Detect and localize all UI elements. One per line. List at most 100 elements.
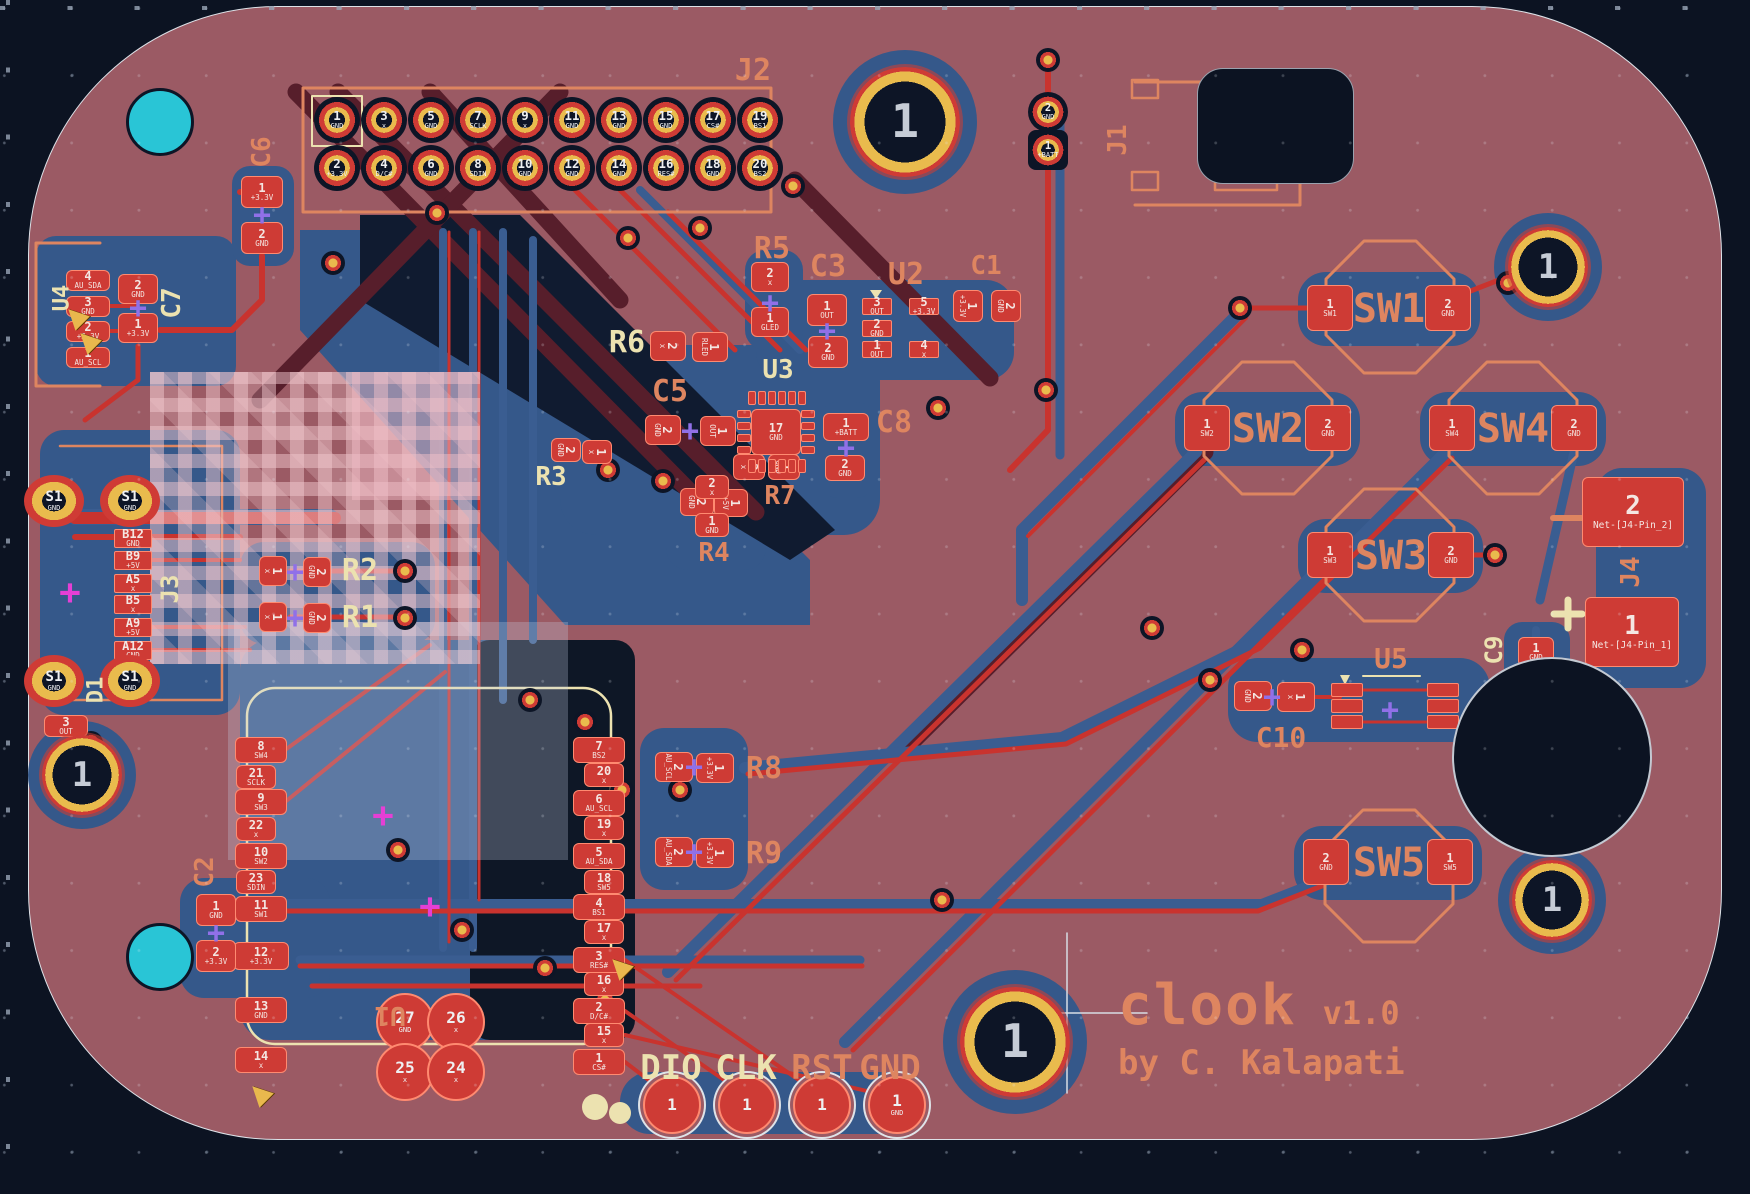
smd-pad[interactable] (748, 459, 756, 473)
th-pad-1[interactable]: 1 (793, 1076, 851, 1134)
silk-label-R2[interactable]: R2 (341, 552, 379, 588)
silk-label-R8[interactable]: R8 (745, 750, 783, 786)
silk-label-R4[interactable]: R4 (698, 538, 730, 568)
smd-pad[interactable] (778, 391, 786, 405)
silk-label-J1[interactable]: J1 (1102, 124, 1133, 156)
silk-label-SW4[interactable]: SW4 (1476, 406, 1550, 452)
silk-label-RST[interactable]: RST (791, 1048, 853, 1088)
via[interactable] (518, 688, 542, 712)
silk-label-C10[interactable]: C10 (1255, 720, 1307, 754)
via[interactable] (425, 201, 449, 225)
via[interactable] (930, 888, 954, 912)
via[interactable] (533, 956, 557, 980)
silk-label-C8[interactable]: C8 (875, 404, 913, 440)
via[interactable] (1034, 378, 1058, 402)
silk-label-R7[interactable]: R7 (764, 481, 796, 511)
smd-pad[interactable] (788, 391, 796, 405)
silk-label-J3[interactable]: J3 (155, 574, 184, 604)
via[interactable] (1228, 296, 1252, 320)
silk-label-C9[interactable]: C9 (1479, 635, 1508, 665)
mounting-hole[interactable]: 1 (1512, 860, 1592, 940)
smd-pad[interactable] (801, 422, 815, 430)
smd-pad[interactable] (1427, 683, 1459, 697)
smd-pad-2[interactable]: 2+3.3V (196, 940, 236, 972)
mounting-hole[interactable]: 1 (850, 67, 960, 177)
silk-label-U2[interactable]: U2 (887, 256, 925, 292)
smd-pad-12[interactable]: 12+3.3V (233, 942, 289, 970)
silk-label-U1[interactable]: U1 (374, 1000, 406, 1030)
smd-pad[interactable] (778, 459, 786, 473)
silk-label-U3[interactable]: U3 (762, 355, 794, 385)
silk-label-D1[interactable]: D1 (83, 676, 109, 704)
via[interactable] (1483, 543, 1507, 567)
via[interactable] (1290, 638, 1314, 662)
via[interactable] (1140, 616, 1164, 640)
smd-pad[interactable] (737, 410, 751, 418)
silk-label-DIO[interactable]: DIO (640, 1048, 702, 1088)
via[interactable] (321, 251, 345, 275)
smd-pad[interactable] (788, 459, 796, 473)
smd-pad[interactable] (737, 446, 751, 454)
smd-pad[interactable] (758, 459, 766, 473)
silk-label-J2[interactable]: J2 (734, 52, 772, 88)
th-pad-2[interactable]: 2+3.3V (314, 145, 360, 191)
via[interactable] (668, 778, 692, 802)
silk-label-C5[interactable]: C5 (651, 373, 689, 409)
silk-label-C3[interactable]: C3 (809, 248, 847, 284)
silk-label-R1[interactable]: R1 (341, 599, 379, 635)
smd-pad[interactable] (737, 434, 751, 442)
smd-pad[interactable] (1427, 699, 1459, 713)
mounting-hole[interactable]: 1 (42, 735, 122, 815)
smd-pad[interactable] (801, 446, 815, 454)
smd-pad[interactable] (768, 459, 776, 473)
silk-label-J4[interactable]: J4 (1615, 556, 1646, 588)
via[interactable] (573, 710, 597, 734)
via[interactable] (926, 396, 950, 420)
smd-pad[interactable] (758, 391, 766, 405)
smd-pad[interactable] (798, 459, 806, 473)
smd-pad[interactable] (748, 391, 756, 405)
smd-pad[interactable] (1331, 683, 1363, 697)
smd-pad[interactable] (801, 410, 815, 418)
silk-label-R5[interactable]: R5 (753, 230, 791, 266)
